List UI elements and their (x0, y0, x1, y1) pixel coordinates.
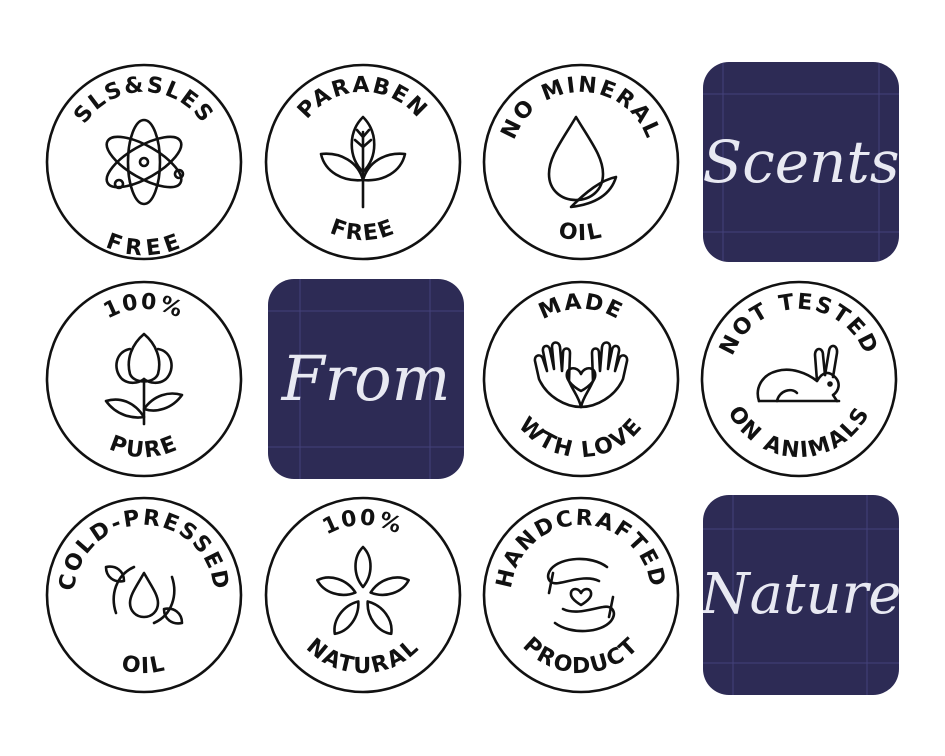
badge-top-text: 100% (319, 506, 407, 540)
badge-bottom-text: FREE (327, 215, 399, 247)
rabbit-icon (756, 344, 841, 403)
scents-card: Scents (703, 62, 899, 262)
handcrafted-hands-icon (546, 557, 616, 633)
nature-card: Nature (703, 495, 899, 695)
paraben-free-badge: PARABEN FREE (263, 62, 463, 262)
badge-top-text: NO MINERAL (497, 72, 666, 143)
badge-bottom-text: FREE (103, 229, 185, 262)
badge-bottom-text: WTH LOVE (514, 413, 649, 464)
badge-top-text: 100% (100, 290, 188, 324)
cold-pressed-oil-badge: COLD-PRESSED OIL (44, 495, 244, 695)
scents-word: Scents (703, 128, 899, 196)
badge-top-text: NOT TESTED (715, 290, 883, 359)
oil-drop-leaf-icon (547, 115, 618, 209)
drop-cycle-icon (104, 565, 184, 625)
from-card: From (268, 279, 464, 479)
badge-bottom-text: ON ANIMALS (723, 402, 876, 464)
flower-leaves-icon (316, 545, 410, 636)
badge-bottom-text: OIL (120, 651, 169, 679)
made-with-love-badge: MADE WTH LOVE (481, 279, 681, 479)
from-word: From (281, 342, 451, 415)
nature-word: Nature (703, 562, 899, 627)
pure-badge: 100% PURE (44, 279, 244, 479)
sls-sles-free-badge: SLS&SLES FREE (44, 62, 244, 262)
handcrafted-product-badge: HANDCRAFTED PRODUCT (481, 495, 681, 695)
badge-bottom-text: PURE (106, 431, 182, 464)
badge-bottom-text: OIL (557, 218, 606, 246)
badge-bottom-text: NATURAL (301, 634, 424, 679)
badge-bottom-text: PRODUCT (518, 633, 644, 680)
atom-icon (105, 118, 185, 206)
badge-top-text: MADE (535, 289, 627, 325)
not-tested-on-animals-badge: NOT TESTED ON ANIMALS (699, 279, 899, 479)
natural-badge: 100% NATURAL (263, 495, 463, 695)
no-mineral-oil-badge: NO MINERAL OIL (481, 62, 681, 262)
badge-top-text: COLD-PRESSED (55, 505, 233, 592)
hands-heart-icon (533, 341, 629, 409)
leaf-branch-icon (319, 115, 407, 209)
tulip-icon (104, 332, 184, 426)
